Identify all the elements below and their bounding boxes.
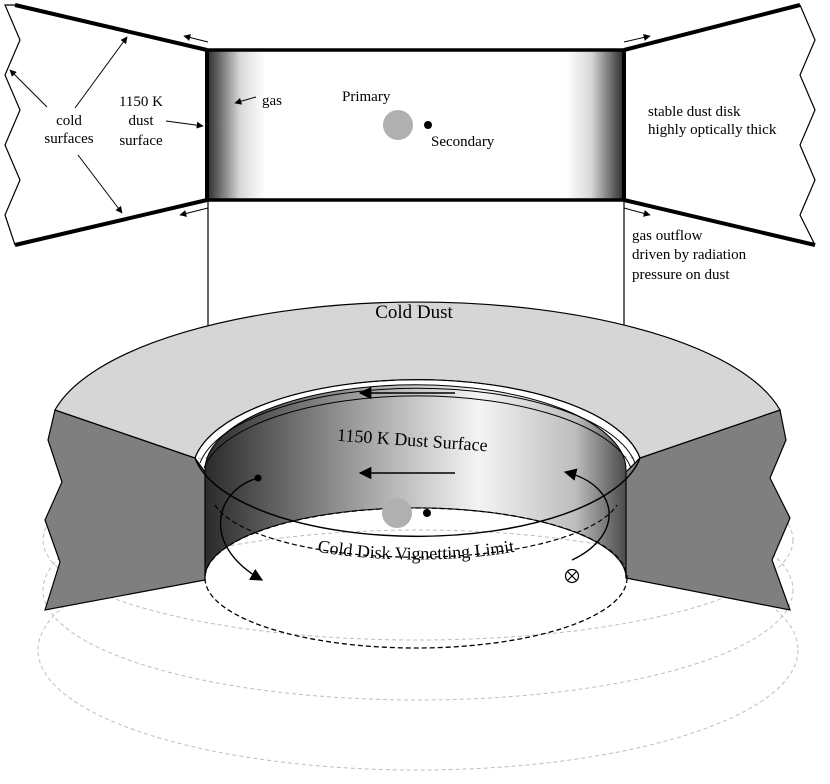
top-cross-section: cold surfaces 1150 K dust surface gas Pr… [4, 3, 816, 283]
label-optically-thick: highly optically thick [648, 122, 777, 138]
inner-rim-2 [199, 387, 636, 464]
right-wedge-jagged-edge [799, 4, 816, 246]
label-secondary: Secondary [431, 134, 495, 150]
lower-ring-3 [37, 529, 799, 771]
cold-arrow-upper [74, 36, 128, 109]
label-cold: cold [56, 113, 82, 129]
into-page-marker-icon [564, 568, 580, 584]
right-wedge-upper-surface [623, 3, 801, 52]
label-vignetting-limit: Cold Disk Vignetting Limit [316, 536, 515, 564]
label-primary: Primary [342, 89, 391, 105]
inner-rim-3 [203, 395, 632, 469]
outflow-arrow-top-left [183, 34, 209, 43]
secondary-star-bottom [423, 509, 431, 517]
central-gas-gap [207, 50, 624, 200]
label-surfaces: surfaces [44, 131, 93, 147]
label-gas-outflow: gas outflow [632, 228, 703, 244]
outflow-arrow-bottom-right [623, 207, 651, 217]
label-1150k: 1150 K [119, 94, 163, 110]
outflow-arrow-top-right [623, 34, 651, 43]
orbit-arrow-left [219, 477, 264, 581]
inner-rim-1 [194, 379, 641, 459]
cold-arrow-lower [77, 154, 123, 214]
dust-surface-arrow [165, 120, 204, 129]
right-wedge-lower-surface [623, 198, 816, 247]
label-gas: gas [262, 93, 282, 109]
left-wedge-lower-surface [14, 198, 208, 247]
orbit-arrow-right [563, 468, 610, 561]
left-wedge-upper-surface [14, 3, 208, 52]
label-cold-dust: Cold Dust [375, 302, 453, 323]
label-stable-dust-disk: stable dust disk [648, 104, 741, 120]
left-outer-wall [44, 409, 206, 611]
gas-arrow [234, 96, 257, 105]
lower-ring-2 [42, 479, 794, 701]
label-dust: dust [128, 113, 154, 129]
primary-star [383, 110, 413, 140]
right-outer-wall [625, 409, 791, 611]
secondary-star [424, 121, 432, 129]
gap-base-dashed [204, 507, 628, 649]
primary-star-bottom [382, 498, 412, 528]
label-pressure-on-dust: pressure on dust [632, 267, 730, 283]
label-driven-by-radiation: driven by radiation [632, 247, 747, 263]
outflow-arrow-bottom-left [179, 207, 209, 217]
label-surface: surface [119, 133, 163, 149]
perspective-disk: Cold Dust 1150 K Dust Surface Cold Disk … [37, 301, 799, 771]
vignetting-limit-arc [214, 504, 618, 558]
cold-arrow-left [9, 69, 48, 108]
left-disk-wedge [5, 5, 207, 245]
left-wedge-jagged-edge [4, 4, 21, 246]
